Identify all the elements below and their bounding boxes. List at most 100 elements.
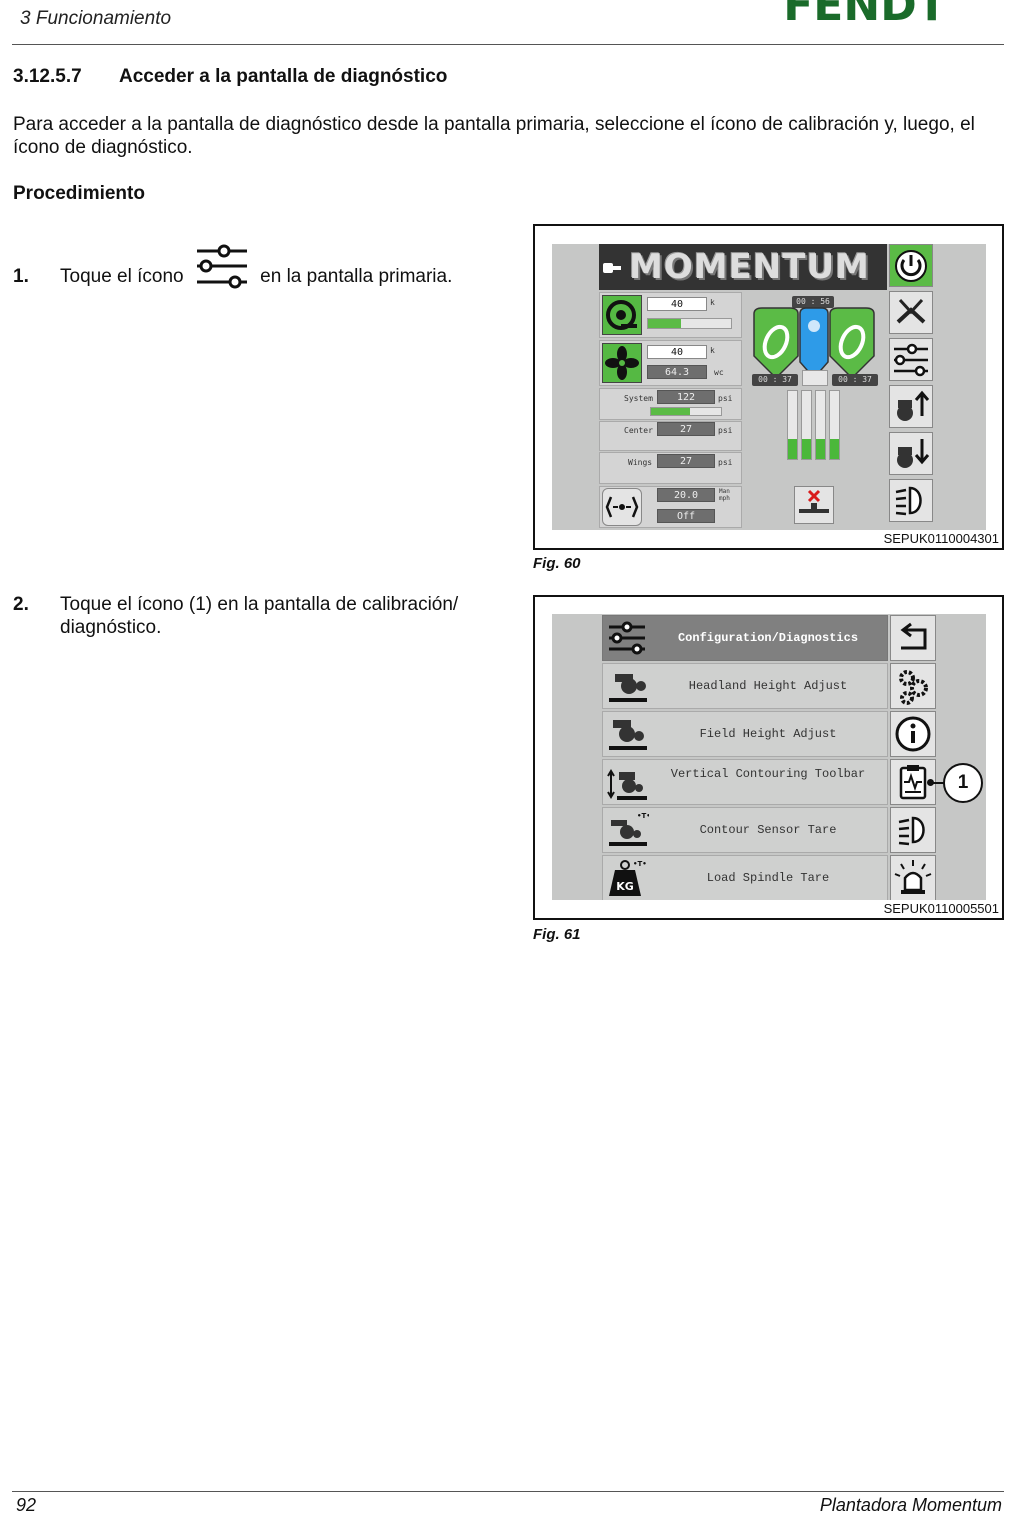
system-pressure-bar-fill (651, 408, 690, 415)
menu-item-label: Headland Height Adjust (688, 679, 848, 693)
figure-code: SEPUK0110004301 (883, 531, 999, 546)
system-pressure-label: System (624, 394, 653, 403)
momentum-banner: MOMENTUM (599, 244, 887, 290)
step-text-after: en la pantalla primaria. (260, 266, 453, 287)
footer-rule (12, 1491, 1004, 1492)
vertical-contouring-icon (607, 769, 647, 800)
fan-button[interactable] (602, 343, 642, 383)
menu-item-headland-height[interactable]: Headland Height Adjust (602, 663, 888, 709)
tractor-plug-icon (603, 263, 621, 273)
center-pressure-label: Center (624, 426, 653, 435)
row-error-icon (799, 489, 829, 513)
power-button[interactable] (889, 244, 933, 287)
contour-sensor-tare-icon: •T• (609, 812, 649, 846)
momentum-logo: MOMENTUM (629, 247, 870, 287)
svg-text:FENDT: FENDT (783, 0, 946, 24)
seed-meter-button[interactable] (602, 295, 642, 335)
menu-item-field-height[interactable]: Field Height Adjust (602, 711, 888, 757)
settings-sliders-icon (609, 621, 645, 655)
headlight-icon (895, 486, 922, 516)
callout-leader (930, 782, 944, 784)
row-lane-fill (802, 438, 811, 459)
fendt-logo: FENDT (783, 0, 946, 24)
raise-planter-icon (897, 390, 930, 421)
figure-61: Configuration/Diagnostics Headland Heigh… (533, 595, 1004, 920)
seed-hoppers (753, 307, 875, 380)
menu-item-vertical-contouring[interactable]: Vertical Contouring Toolbar (602, 759, 888, 805)
weight-kg-icon: KG •T• (609, 860, 647, 896)
diagnostic-clipboard-icon (899, 765, 927, 800)
vacuum-unit: wc (714, 368, 724, 377)
fan-icon (605, 346, 639, 380)
menu-item-load-spindle-tare[interactable]: KG •T• Load Spindle Tare (602, 855, 888, 900)
menu-item-label: Vertical Contouring Toolbar (670, 767, 866, 781)
running-header: 3 Funcionamiento (20, 8, 172, 29)
wings-pressure-value: 27 (657, 454, 715, 468)
wings-pressure-unit: psi (718, 458, 733, 467)
step-number: 2. (13, 594, 29, 615)
calibration-button[interactable] (889, 338, 933, 381)
system-pressure-value: 122 (657, 390, 715, 404)
step-number: 1. (13, 266, 29, 287)
info-icon (895, 716, 931, 752)
left-timer: 00 : 37 (752, 374, 798, 386)
state-value: Off (657, 509, 715, 523)
info-button[interactable] (890, 711, 936, 757)
lower-planter-button[interactable] (889, 432, 933, 475)
menu-item-label: Load Spindle Tare (706, 871, 830, 885)
lights-button[interactable] (890, 807, 936, 853)
beacon-button[interactable] (890, 855, 936, 900)
vacuum-value: 64.3 (647, 365, 707, 379)
row-shutoff-button[interactable] (889, 291, 933, 334)
seed-rate-bar-fill (648, 319, 682, 328)
row-status-button[interactable] (794, 486, 834, 524)
figure-60-caption: Fig. 60 (533, 555, 581, 572)
menu-item-contour-sensor-tare[interactable]: •T• Contour Sensor Tare (602, 807, 888, 853)
row-lane-fill (788, 438, 797, 459)
primary-screen: MOMENTUM (552, 244, 986, 530)
speed-sensor-icon (605, 496, 639, 518)
row-lane-2 (801, 390, 812, 460)
figure-61-caption: Fig. 61 (533, 926, 581, 943)
menu-item-label: Field Height Adjust (699, 727, 837, 741)
document-title: Plantadora Momentum (819, 1495, 1002, 1515)
fan-rate-unit: k (710, 346, 715, 355)
row-lane-3 (815, 390, 826, 460)
row-lane-fill (830, 438, 839, 459)
menu-header: Configuration/Diagnostics (602, 615, 888, 661)
section-title: 3.12.5.7 Acceder a la pantalla de diagnós… (13, 66, 447, 88)
settings-sliders-icon (894, 343, 928, 377)
svg-text:KG: KG (616, 880, 634, 893)
beacon-light-icon (894, 860, 932, 894)
calibration-screen: Configuration/Diagnostics Headland Heigh… (552, 614, 986, 900)
svg-text:•T•: •T• (633, 860, 647, 868)
speed-unit-bottom: mph (719, 495, 730, 502)
figure-60: MOMENTUM (533, 224, 1004, 550)
seed-rate-value: 40 (647, 297, 707, 311)
raise-planter-button[interactable] (889, 385, 933, 428)
center-pressure-unit: psi (718, 426, 733, 435)
wings-pressure-label: Wings (628, 458, 653, 467)
system-pressure-bar (650, 407, 722, 416)
step-text-before: Toque el ícono (60, 266, 184, 287)
settings-button[interactable] (890, 663, 936, 709)
row-lane-4 (829, 390, 840, 460)
lights-button[interactable] (889, 479, 933, 522)
speed-source-button[interactable] (602, 488, 642, 526)
speed-value: 20.0 (657, 488, 715, 502)
step-text: Toque el ícono en la pantalla primaria. (60, 244, 453, 292)
header-rule (12, 44, 1004, 45)
section-number: 3.12.5.7 (13, 66, 82, 87)
svg-text:•T•: •T• (637, 812, 649, 820)
gears-icon (899, 670, 928, 705)
callout-1: 1 (943, 763, 983, 803)
field-height-icon (609, 720, 647, 750)
fan-rate-value: 40 (647, 345, 707, 359)
back-arrow-icon (900, 622, 927, 650)
center-timer: 00 : 56 (792, 296, 834, 308)
row-shutoff-icon (896, 298, 926, 324)
section-heading: Acceder a la pantalla de diagnóstico (119, 66, 448, 87)
back-button[interactable] (890, 615, 936, 661)
seed-rate-unit: k (710, 298, 715, 307)
intro-paragraph: Para acceder a la pantalla de diagnóstic… (13, 114, 975, 158)
